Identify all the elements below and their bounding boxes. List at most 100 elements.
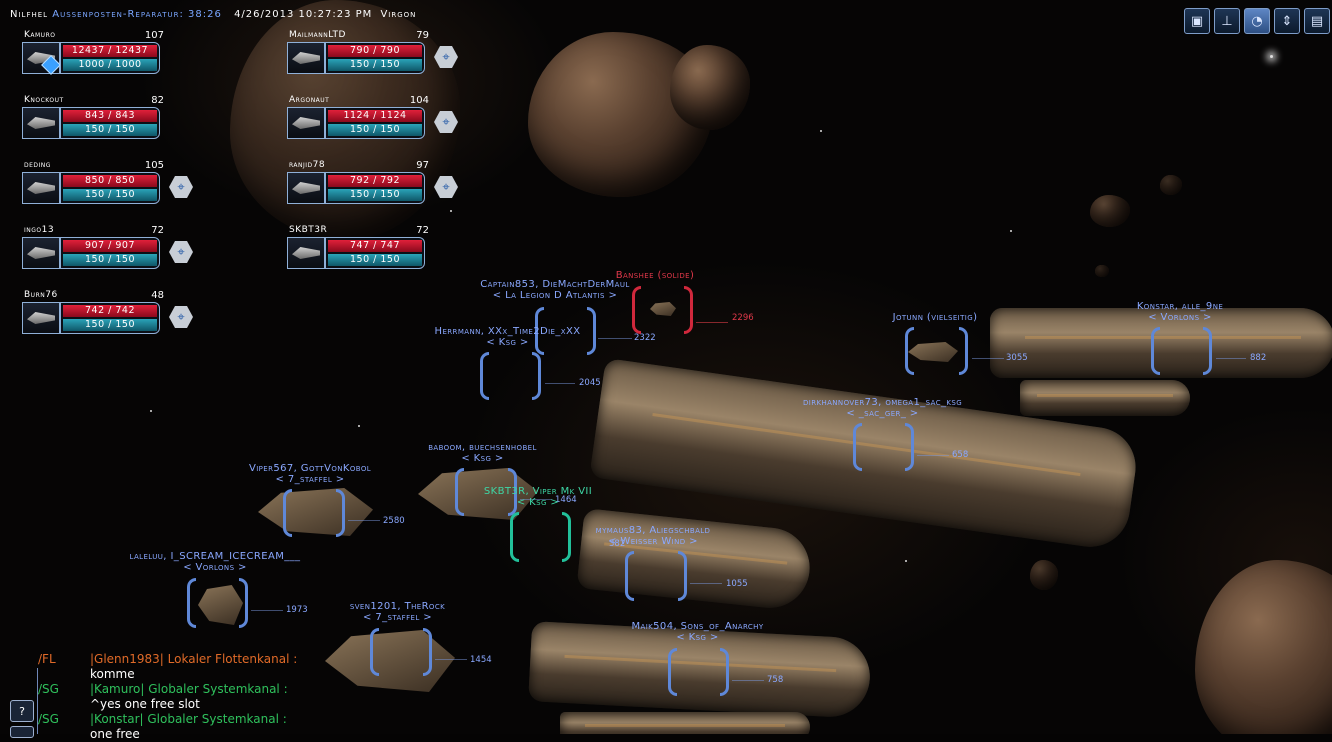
pilot-name: Captain853, DieMachtDerMaul: [480, 279, 630, 290]
help-button[interactable]: ?: [10, 700, 34, 722]
chat-sender[interactable]: |Konstar| Globaler Systemkanal :: [90, 712, 287, 726]
hull-bar: 907 / 907: [63, 240, 157, 252]
target-icon[interactable]: ⌖: [169, 176, 193, 198]
member-level: 107: [144, 30, 164, 41]
target-bracket-right[interactable]: [905, 423, 914, 471]
target-bracket-left[interactable]: [187, 578, 196, 628]
ship-portrait[interactable]: [22, 42, 61, 75]
target-icon[interactable]: ⌖: [434, 176, 458, 198]
ship-label[interactable]: mymaus83, Aliegschbald < Weisser Wind >: [568, 525, 738, 547]
ship-label[interactable]: dirkhannover73, omega1_sac_ksg < _sac_ge…: [765, 397, 1000, 419]
asteroid: [1095, 265, 1109, 277]
chat-sender[interactable]: |Kamuro| Globaler Systemkanal :: [90, 682, 288, 696]
chat-channel[interactable]: /SG: [38, 682, 59, 696]
distance-leader: [917, 455, 949, 456]
fighter-ship[interactable]: [908, 342, 958, 362]
ship-portrait[interactable]: [287, 42, 325, 74]
map-icon[interactable]: ▣: [1184, 8, 1210, 34]
distance-readout: 1464: [555, 495, 577, 505]
fighter-ship[interactable]: [325, 630, 455, 692]
ship-label[interactable]: Herrmann, XXx_Time2Die_xXX < Ksg >: [400, 326, 615, 348]
fleet-member[interactable]: deding 105 850 / 850 150 / 150 ⌖: [22, 160, 222, 220]
target-icon[interactable]: ⌖: [434, 46, 458, 68]
mission-timer[interactable]: Aussenposten-Reparatur: 38:26: [52, 9, 222, 20]
target-bracket-right[interactable]: [562, 512, 571, 562]
target-bracket-left[interactable]: [510, 512, 519, 562]
ship-label[interactable]: Konstar, alle_9ne < Vorlons >: [1110, 301, 1250, 323]
chat-channel[interactable]: /SG: [38, 712, 59, 726]
ship-portrait[interactable]: [22, 302, 60, 334]
target-bracket-right[interactable]: [684, 286, 693, 334]
cruiser-ship[interactable]: [560, 712, 810, 734]
ship-portrait[interactable]: [287, 237, 325, 269]
ship-label[interactable]: Maik504, Sons_of_Anarchy < Ksg >: [600, 621, 795, 643]
hull-bar: 792 / 792: [328, 175, 422, 187]
station-icon[interactable]: ⊥: [1214, 8, 1240, 34]
target-bracket-right[interactable]: [239, 578, 248, 628]
ship-portrait[interactable]: [22, 237, 60, 269]
target-bracket-left[interactable]: [480, 352, 489, 400]
ship-label[interactable]: SKBT3R, Viper Mk VII < Ksg >: [468, 486, 608, 508]
pilot-name: sven1201, TheRock: [349, 601, 446, 612]
fleet-member[interactable]: Argonaut 104 1124 / 1124 150 / 150 ⌖: [287, 95, 487, 155]
chat-log[interactable]: /FL|Glenn1983| Lokaler Flottenkanal : ko…: [38, 652, 297, 742]
target-bracket-right[interactable]: [959, 327, 968, 375]
hull-bar: 790 / 790: [328, 45, 422, 57]
target-bracket-right[interactable]: [532, 352, 541, 400]
fleet-member[interactable]: MailmannLTD 79 790 / 790 150 / 150 ⌖: [287, 30, 487, 90]
orbit-icon[interactable]: ◔: [1244, 8, 1270, 34]
chat-toggle-button[interactable]: [10, 726, 34, 738]
target-bracket-right[interactable]: [587, 307, 596, 355]
enemy-ship[interactable]: [650, 302, 676, 316]
target-bracket-left[interactable]: [632, 286, 641, 334]
target-bracket-left[interactable]: [455, 468, 464, 516]
cruiser-ship[interactable]: [576, 508, 814, 612]
target-bracket-right[interactable]: [336, 489, 345, 537]
hull-bar: 742 / 742: [63, 305, 157, 317]
member-name: deding: [24, 160, 51, 170]
ship-portrait[interactable]: [22, 107, 60, 139]
ship-label[interactable]: Banshee (solide): [600, 270, 710, 281]
fleet-member[interactable]: SKBT3R 72 747 / 747 150 / 150: [287, 225, 487, 285]
target-bracket-left[interactable]: [370, 628, 379, 676]
target-bracket-right[interactable]: [678, 551, 687, 601]
target-bracket-left[interactable]: [1151, 327, 1160, 375]
fighter-ship[interactable]: [198, 585, 243, 625]
fleet-member[interactable]: Kamuro 107 12437 / 12437 1000 / 1000: [22, 30, 222, 90]
target-bracket-right[interactable]: [423, 628, 432, 676]
fleet-member[interactable]: Burn76 48 742 / 742 150 / 150 ⌖: [22, 290, 222, 350]
cruiser-ship[interactable]: [1020, 380, 1190, 416]
ship-label[interactable]: sven1201, TheRock < 7_staffel >: [330, 601, 465, 623]
ship-portrait[interactable]: [287, 172, 325, 204]
chat-channel[interactable]: /FL: [38, 652, 56, 666]
ship-label[interactable]: baboom, buechsenhobel < Ksg >: [400, 442, 565, 464]
member-level: 105: [144, 160, 164, 171]
ship-label[interactable]: Captain853, DieMachtDerMaul < La Legion …: [450, 279, 660, 301]
chat-sender[interactable]: |Glenn1983| Lokaler Flottenkanal :: [90, 652, 298, 666]
fleet-member[interactable]: ranjid78 97 792 / 792 150 / 150 ⌖: [287, 160, 487, 220]
target-bracket-left[interactable]: [668, 648, 677, 696]
target-icon[interactable]: ⌖: [434, 111, 458, 133]
ship-portrait[interactable]: [22, 172, 60, 204]
target-bracket-left[interactable]: [283, 489, 292, 537]
target-bracket-left[interactable]: [853, 423, 862, 471]
capital-ship[interactable]: [990, 308, 1332, 378]
pilot-name: Konstar, alle_9ne: [1136, 301, 1224, 312]
target-bracket-left[interactable]: [625, 551, 634, 601]
fighter-ship[interactable]: [258, 488, 373, 536]
ship-label[interactable]: Viper567, GottVonKobol < 7_staffel >: [220, 463, 400, 485]
ship-label[interactable]: Jotunn (vielseitig): [870, 312, 1000, 323]
ship-portrait[interactable]: [287, 107, 325, 139]
fleet-member[interactable]: Knockout 82 843 / 843 150 / 150: [22, 95, 222, 155]
fleet-member[interactable]: ingo13 72 907 / 907 150 / 150 ⌖: [22, 225, 222, 285]
target-bracket-right[interactable]: [1203, 327, 1212, 375]
target-icon[interactable]: ⌖: [169, 241, 193, 263]
target-bracket-right[interactable]: [720, 648, 729, 696]
target-icon[interactable]: ⌖: [169, 306, 193, 328]
jump-icon[interactable]: ⇕: [1274, 8, 1300, 34]
ship-label[interactable]: laleluu, I_SCREAM_ICECREAM___ < Vorlons …: [95, 551, 335, 573]
target-bracket-left[interactable]: [535, 307, 544, 355]
overview-icon[interactable]: ▤: [1304, 8, 1330, 34]
target-bracket-left[interactable]: [905, 327, 914, 375]
